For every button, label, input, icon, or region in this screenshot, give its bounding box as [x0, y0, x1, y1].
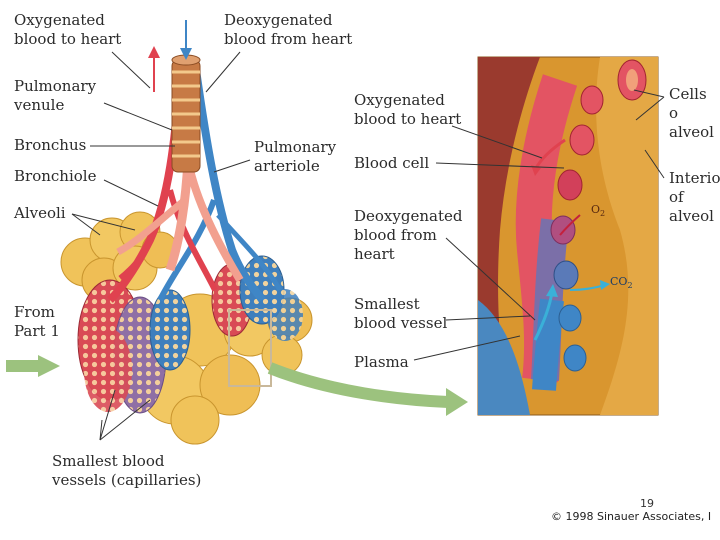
label-alveoli: Alveoli: [14, 204, 66, 222]
label-deoxygenated-blood-from-heart: Deoxygenated blood from heart: [224, 11, 353, 48]
label-oxygenated-blood-to-heart: Oxygenated blood to heart: [14, 11, 122, 48]
page-number: 19: [640, 497, 654, 510]
detail-label-blood-cell: Blood cell: [354, 154, 430, 172]
label-smallest-blood-vessels: Smallest blood vessels (capillaries): [52, 452, 202, 489]
label-o2: O2: [591, 203, 606, 219]
capillary-network: [77, 255, 303, 414]
leader-lines: [71, 51, 665, 441]
label-from-part-1: From Part 1: [14, 303, 60, 340]
magnify-region-box: [228, 309, 272, 387]
detail-label-cells-of-alveoli: Cells o alveol: [669, 85, 714, 141]
bronchus-tube: [171, 54, 201, 173]
label-bronchus: Bronchus: [14, 136, 87, 154]
label-co2: CO2: [610, 275, 633, 291]
detail-label-oxygenated-blood-to-heart: Oxygenated blood to heart: [354, 91, 462, 128]
label-bronchiole: Bronchiole: [14, 167, 97, 185]
detail-label-interior-of-alveoli: Interio of alveol: [669, 169, 720, 225]
detail-panel: [477, 56, 659, 416]
detail-label-plasma: Plasma: [354, 353, 409, 371]
detail-label-deoxygenated-blood-from-heart: Deoxygenated blood from heart: [354, 207, 463, 263]
copyright-notice: © 1998 Sinauer Associates, I: [551, 510, 712, 523]
detail-label-smallest-blood-vessel: Smallest blood vessel: [354, 295, 448, 332]
label-pulmonary-arteriole: Pulmonary arteriole: [254, 138, 337, 175]
magnify-arrow: [267, 362, 449, 408]
label-pulmonary-venule: Pulmonary venule: [14, 77, 97, 114]
